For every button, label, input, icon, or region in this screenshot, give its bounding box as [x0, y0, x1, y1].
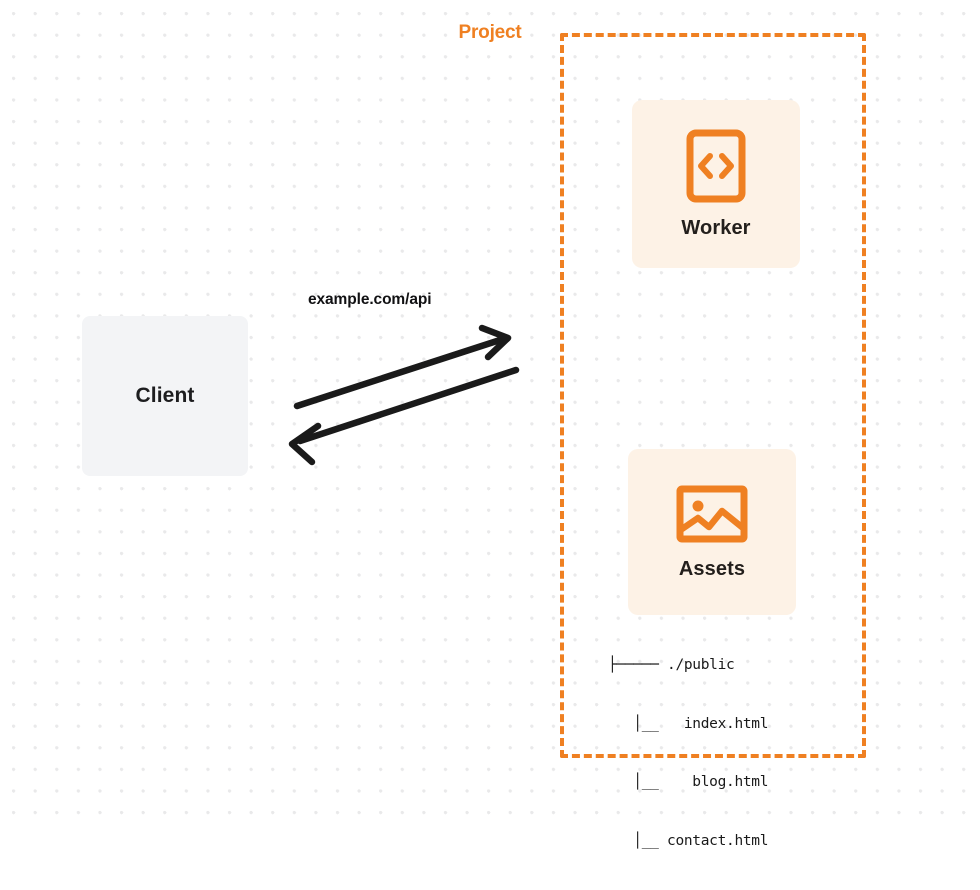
file-tree-line: │__ contact.html	[608, 832, 769, 849]
assets-card-label: Assets	[678, 557, 746, 580]
client-node[interactable]: Client	[82, 316, 248, 476]
project-container	[560, 33, 866, 758]
response-arrow	[288, 366, 520, 466]
request-url-label: example.com/api	[308, 291, 432, 308]
assets-card[interactable]: Assets	[628, 449, 796, 615]
client-node-label: Client	[135, 384, 195, 407]
file-tree-line: ├───── ./public	[608, 657, 735, 673]
project-title-label: Project	[451, 22, 529, 44]
asset-file-tree: ├───── ./public │__ index.html │__ blog.…	[608, 617, 808, 890]
worker-card-label: Worker	[681, 216, 751, 239]
file-tree-line: │__ index.html	[608, 715, 769, 732]
diagram-canvas: Client example.com/api Project Worker	[0, 0, 980, 849]
file-tree-line: │__ blog.html	[608, 774, 769, 790]
worker-card[interactable]: Worker	[632, 100, 800, 268]
image-picture-icon	[676, 484, 748, 544]
request-arrow	[293, 324, 512, 410]
code-brackets-icon	[686, 129, 746, 203]
